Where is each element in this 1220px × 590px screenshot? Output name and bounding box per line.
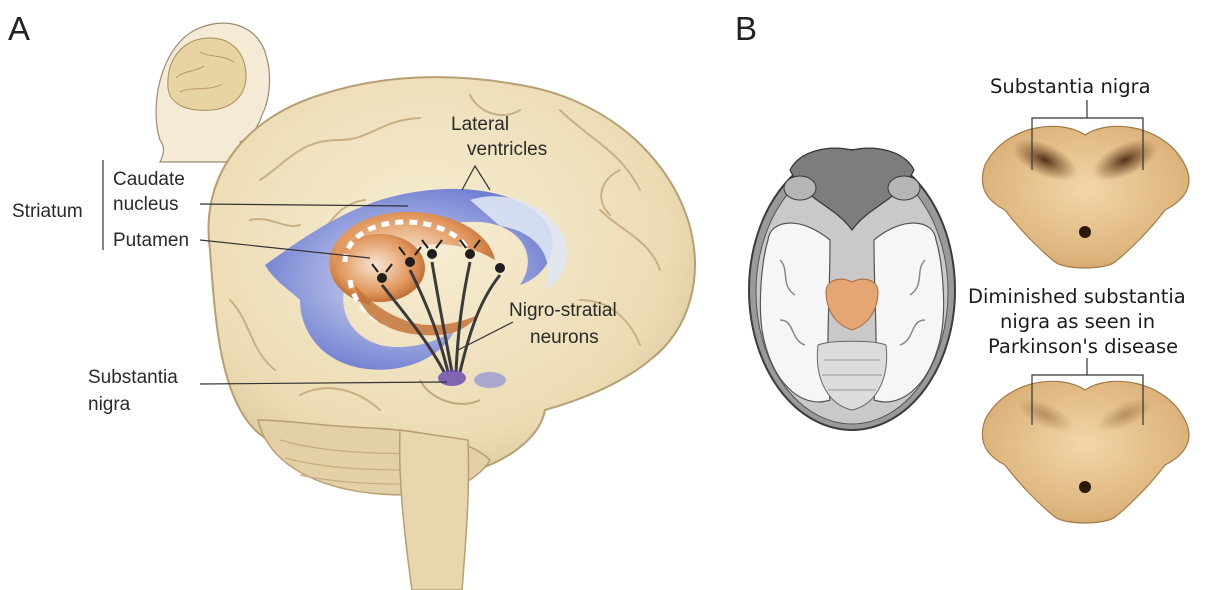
nigro-stratial-label-line1: Nigro-stratial (509, 300, 617, 321)
brain-illustration (208, 77, 694, 590)
putamen-label: Putamen (113, 230, 189, 251)
diminished-label-line1: Diminished substantia (968, 285, 1186, 308)
diminished-midbrain-section (982, 381, 1189, 523)
axial-brain-section (749, 148, 955, 430)
diminished-label-line3: Parkinson's disease (988, 335, 1178, 358)
normal-midbrain-section (982, 126, 1189, 268)
panel-a-label: A (8, 10, 30, 47)
caudate-nucleus-label-line2: nucleus (113, 194, 179, 215)
striatum-label: Striatum (12, 201, 83, 222)
substantia-nigra-title: Substantia nigra (990, 75, 1151, 98)
lateral-ventricles-label-line1: Lateral (451, 114, 509, 135)
substantia-nigra-label-line1: Substantia (88, 367, 178, 388)
lateral-ventricles-label-line2: ventricles (467, 139, 547, 160)
caudate-nucleus-label-line1: Caudate (113, 169, 185, 190)
diminished-label-line2: nigra as seen in (1000, 310, 1155, 333)
nigro-stratial-label-line2: neurons (530, 327, 599, 348)
substantia-nigra-label-line2: nigra (88, 394, 131, 415)
panel-b-label: B (735, 10, 757, 47)
